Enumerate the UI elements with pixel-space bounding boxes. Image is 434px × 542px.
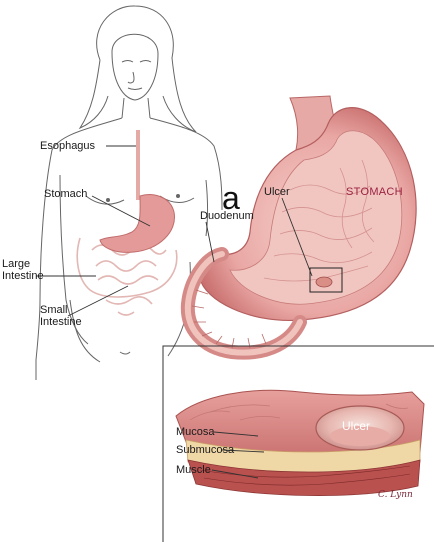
label-small-intestine: Small Intestine bbox=[40, 304, 82, 328]
label-mucosa: Mucosa bbox=[176, 426, 215, 438]
label-stomach-caps: STOMACH bbox=[346, 186, 403, 198]
label-duodenum: Duodenum bbox=[200, 210, 254, 222]
tissue-layers bbox=[176, 390, 424, 495]
label-esophagus: Esophagus bbox=[40, 140, 95, 152]
label-large-intestine: Large Intestine bbox=[2, 258, 44, 282]
label-submucosa: Submucosa bbox=[176, 444, 234, 456]
hair bbox=[97, 6, 196, 132]
artist-signature: C. Lynn bbox=[378, 490, 413, 500]
label-stomach: Stomach bbox=[44, 188, 87, 200]
ulcer-small bbox=[316, 277, 332, 287]
label-ulcer: Ulcer bbox=[264, 186, 290, 198]
label-inset-ulcer: Ulcer bbox=[342, 420, 370, 432]
face bbox=[112, 34, 158, 100]
stomach-small bbox=[100, 195, 175, 253]
label-muscle: Muscle bbox=[176, 464, 211, 476]
stomach-large bbox=[188, 96, 416, 353]
